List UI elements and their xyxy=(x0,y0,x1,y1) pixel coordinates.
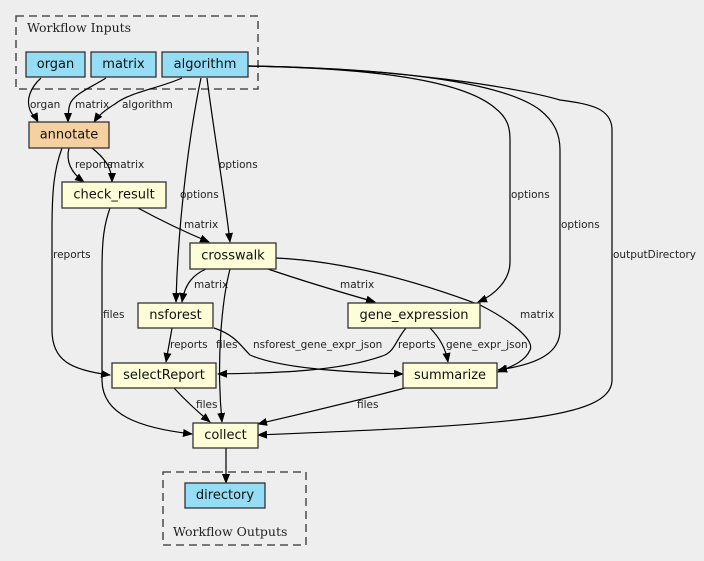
edge-label-algorithm: algorithm xyxy=(122,99,173,111)
edge-label-reports: reports xyxy=(170,339,208,351)
svg-text:annotate: annotate xyxy=(40,128,99,143)
edge-algorithm-annotate: algorithm xyxy=(93,77,183,123)
svg-text:summarize: summarize xyxy=(414,368,486,383)
edge-label-matrix: matrix xyxy=(340,279,374,291)
node-matrix[interactable]: matrix xyxy=(90,51,157,78)
node-algorithm[interactable]: algorithm xyxy=(161,51,249,78)
edge-label-files: files xyxy=(103,309,124,321)
svg-text:selectReport: selectReport xyxy=(123,368,205,383)
edge-crosswalk-collect: files xyxy=(216,268,237,423)
edge-matrix-annotate: matrix xyxy=(64,77,109,123)
edge-label-matrix: matrix xyxy=(110,159,144,171)
edge-nsforest-summarize: nsforest_gene_expr_json xyxy=(213,327,404,378)
edge-label-reports: reports xyxy=(53,249,91,261)
svg-text:crosswalk: crosswalk xyxy=(201,249,265,264)
edge-label-matrix: matrix xyxy=(194,279,228,291)
edge-label-files: files xyxy=(357,399,378,411)
node-gene-expression[interactable]: gene_expression xyxy=(347,302,481,329)
edge-label-options: options xyxy=(561,219,600,231)
edge-algorithm-nsforest: options xyxy=(172,77,219,303)
svg-text:matrix: matrix xyxy=(102,57,145,72)
edge-label-files: files xyxy=(216,339,237,351)
cluster-label-outputs: Workflow Outputs xyxy=(173,524,287,539)
edge-crosswalk-nsforest: matrix xyxy=(179,268,228,303)
svg-text:nsforest: nsforest xyxy=(149,308,201,323)
edge-label-matrix: matrix xyxy=(184,219,218,231)
svg-text:gene_expression: gene_expression xyxy=(359,308,468,323)
edge-check-result-collect: files xyxy=(101,207,193,437)
edge-label-reports: reports xyxy=(398,339,436,351)
edge-algorithm-crosswalk: options xyxy=(206,77,258,243)
node-summarize[interactable]: summarize xyxy=(402,362,498,389)
edge-algorithm-gene-expression: options xyxy=(247,65,550,303)
cluster-workflow-outputs: Workflow Outputs xyxy=(162,471,307,546)
edge-crosswalk-gene-expression: matrix xyxy=(267,268,376,304)
edge-annotate-check-result-reports: reports xyxy=(67,147,113,183)
svg-text:algorithm: algorithm xyxy=(174,57,237,72)
edge-gene-expression-summarize: gene_expr_json xyxy=(429,327,528,363)
svg-text:collect: collect xyxy=(204,428,247,443)
svg-text:organ: organ xyxy=(37,57,75,72)
edge-annotate-check-result-matrix: matrix xyxy=(91,147,144,183)
edge-gene-expression-selectreport: reports xyxy=(217,327,436,378)
node-annotate[interactable]: annotate xyxy=(28,121,110,149)
edge-label-options: options xyxy=(511,189,550,201)
edge-selectreport-collect: files xyxy=(173,387,217,423)
edge-algorithm-collect: outputDirectory xyxy=(247,65,696,439)
node-organ[interactable]: organ xyxy=(25,51,86,78)
edge-label-reports: reports xyxy=(75,159,113,171)
edge-label-gene-expr-json: gene_expr_json xyxy=(446,339,528,351)
edge-label-organ: organ xyxy=(30,99,60,111)
node-check-result[interactable]: check_result xyxy=(61,181,167,209)
edge-summarize-collect: files xyxy=(257,387,406,426)
edge-organ-annotate: organ xyxy=(27,77,60,123)
edge-label-options: options xyxy=(219,159,258,171)
edge-check-result-crosswalk: matrix xyxy=(137,207,218,243)
edge-label-matrix: matrix xyxy=(520,309,554,321)
cluster-workflow-inputs: Workflow Inputs xyxy=(15,15,259,90)
edge-annotate-selectreport: reports xyxy=(51,147,111,378)
edge-label-matrix: matrix xyxy=(75,99,109,111)
node-selectreport[interactable]: selectReport xyxy=(111,362,217,389)
node-collect[interactable]: collect xyxy=(192,422,259,449)
node-crosswalk[interactable]: crosswalk xyxy=(189,242,277,270)
svg-text:check_result: check_result xyxy=(73,188,154,203)
cluster-label-inputs: Workflow Inputs xyxy=(27,20,131,35)
edges: organ matrix algorithm reports matrix re… xyxy=(27,65,696,484)
edge-label-nsforest-gene-expr-json: nsforest_gene_expr_json xyxy=(253,339,382,351)
edge-nsforest-selectreport: reports xyxy=(163,327,208,363)
edge-crosswalk-summarize: matrix xyxy=(275,257,554,373)
edge-label-outputdirectory: outputDirectory xyxy=(613,249,696,261)
edge-label-options: options xyxy=(180,189,219,201)
edge-label-files: files xyxy=(196,399,217,411)
node-nsforest[interactable]: nsforest xyxy=(137,302,214,329)
node-directory[interactable]: directory xyxy=(184,482,266,509)
svg-text:directory: directory xyxy=(196,488,254,503)
